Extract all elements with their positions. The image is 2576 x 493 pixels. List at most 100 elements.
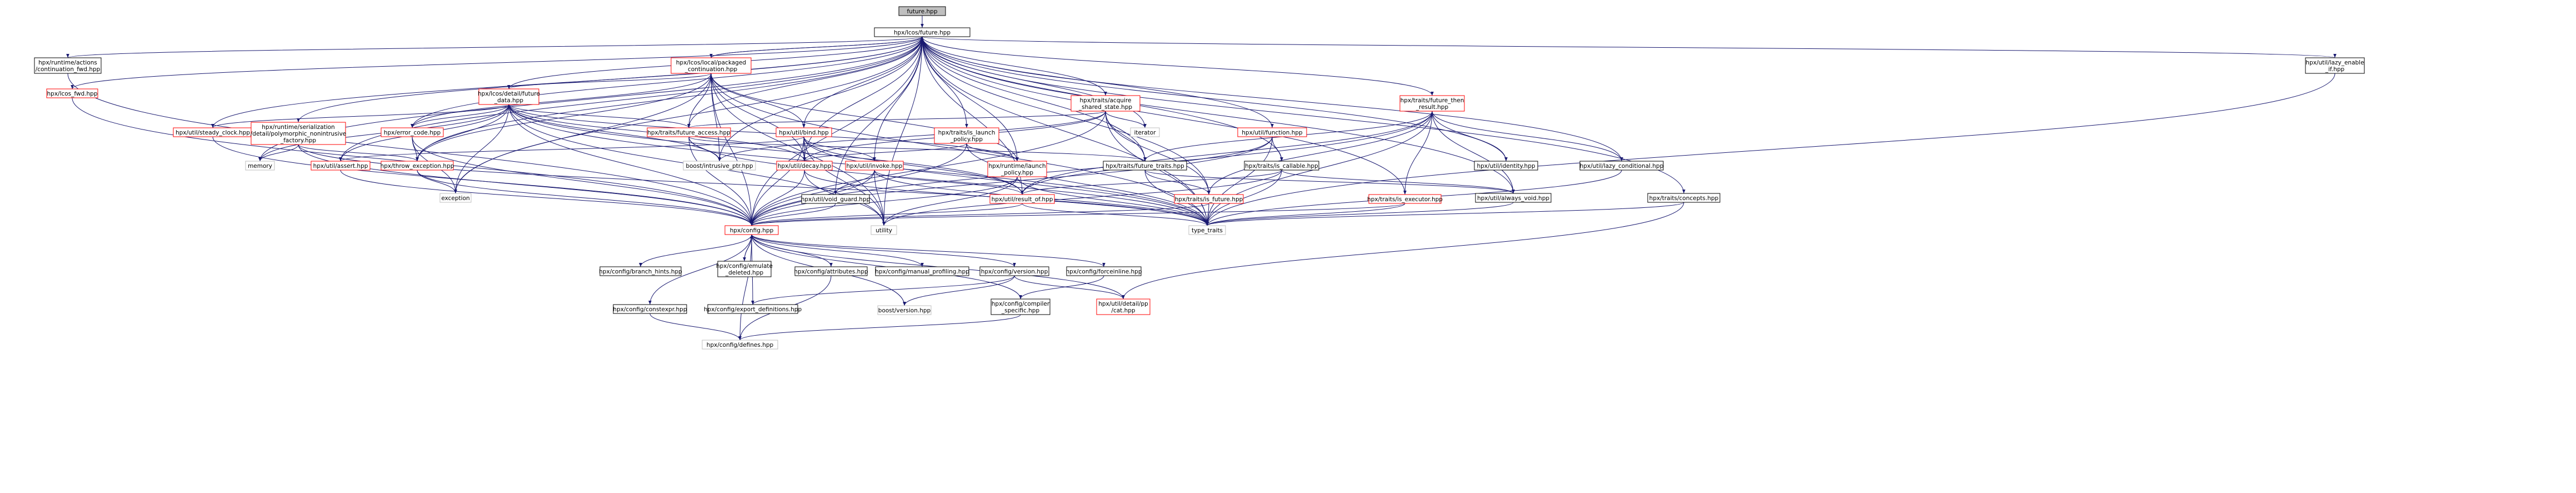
node-box-identity — [1474, 161, 1538, 171]
node-root: future.hpp — [898, 6, 946, 16]
edge-future_data-to-exception — [454, 104, 509, 194]
node-cont_fwd[interactable]: hpx/runtime/actions/continuation_fwd.hpp — [34, 57, 102, 74]
node-runtime_launch[interactable]: hpx/runtime/launch_policy.hpp — [987, 161, 1047, 177]
node-label-error_code: hpx/error_code.hpp — [384, 130, 441, 136]
node-compiler_spec[interactable]: hpx/config/compiler_specific.hpp — [991, 298, 1051, 315]
node-future_data[interactable]: hpx/lcos/detail/future_data.hpp — [478, 88, 540, 105]
node-is_callable[interactable]: hpx/traits/is_callable.hpp — [1244, 161, 1319, 171]
node-iterator[interactable]: iterator — [1130, 127, 1160, 137]
edge-lazy_enable-to-type_traits — [1206, 73, 2335, 226]
node-future_traits[interactable]: hpx/traits/future_traits.hpp — [1103, 161, 1187, 171]
node-box-emulate_del — [717, 261, 772, 277]
node-utility[interactable]: utility — [871, 225, 897, 235]
edge-concepts-to-pp_cat — [1122, 202, 1684, 300]
node-is_launch[interactable]: hpx/traits/is_launch_policy.hpp — [934, 127, 999, 144]
node-box-result_of — [989, 194, 1055, 204]
node-concepts[interactable]: hpx/traits/concepts.hpp — [1647, 193, 1720, 203]
node-label-version: hpx/config/version.hpp — [981, 268, 1048, 275]
edge-future_then-to-config — [750, 111, 1433, 226]
edge-version-to-boost_version — [903, 275, 1015, 306]
node-lazy_cond[interactable]: hpx/util/lazy_conditional.hpp — [1579, 161, 1664, 171]
node-memory[interactable]: memory — [245, 161, 275, 171]
node-lazy_enable[interactable]: hpx/util/lazy_enable_if.hpp — [2305, 57, 2365, 74]
node-acquire_shared[interactable]: hpx/traits/acquire_shared_state.hpp — [1071, 95, 1141, 112]
node-label-runtime_launch: _policy.hpp — [1001, 170, 1033, 176]
edge-fut-to-intrusive_ptr — [718, 36, 923, 162]
node-attributes[interactable]: hpx/config/attributes.hpp — [794, 266, 868, 276]
node-type_traits[interactable]: type_traits — [1188, 225, 1226, 235]
node-manual_prof[interactable]: hpx/config/manual_profiling.hpp — [875, 266, 969, 276]
edge-future_then-to-result_of — [1021, 111, 1433, 195]
node-steady_clock[interactable]: hpx/util/steady_clock.hpp — [173, 127, 253, 137]
node-exception[interactable]: exception — [439, 193, 472, 203]
node-label-compiler_spec: hpx/config/compiler — [992, 301, 1050, 307]
node-constexpr[interactable]: hpx/config/constexpr.hpp — [613, 304, 687, 314]
node-is_future[interactable]: hpx/traits/is_future.hpp — [1174, 194, 1244, 204]
node-always_void[interactable]: hpx/util/always_void.hpp — [1475, 193, 1552, 203]
node-version[interactable]: hpx/config/version.hpp — [979, 266, 1049, 276]
node-invoke[interactable]: hpx/util/invoke.hpp — [845, 161, 904, 171]
node-is_executor[interactable]: hpx/traits/is_executor.hpp — [1367, 194, 1443, 204]
node-box-is_launch — [934, 127, 999, 144]
node-decay[interactable]: hpx/util/decay.hpp — [776, 161, 833, 171]
edge-fut-to-serialization — [297, 36, 923, 123]
edge-invoke-to-utility — [874, 170, 886, 226]
node-fut[interactable]: hpx/lcos/future.hpp — [874, 27, 971, 37]
node-label-identity: hpx/util/identity.hpp — [1477, 163, 1535, 170]
edge-util_function-to-is_callable — [1272, 136, 1283, 162]
edge-invoke-to-void_guard — [834, 170, 875, 195]
node-label-void_guard: hpx/util/void_guard.hpp — [801, 196, 871, 203]
node-forceinline[interactable]: hpx/config/forceinline.hpp — [1066, 266, 1142, 276]
node-identity[interactable]: hpx/util/identity.hpp — [1474, 161, 1538, 171]
node-boost_version[interactable]: boost/version.hpp — [877, 305, 932, 315]
edge-future_traits-to-always_void — [1144, 170, 1515, 194]
node-void_guard[interactable]: hpx/util/void_guard.hpp — [801, 194, 871, 204]
node-defines[interactable]: hpx/config/defines.hpp — [702, 340, 778, 350]
node-future_access[interactable]: hpx/traits/future_access.hpp — [647, 127, 731, 137]
node-pp_cat[interactable]: hpx/util/detail/pp/cat.hpp — [1096, 298, 1151, 315]
node-pkg_cont[interactable]: hpx/lcos/local/packaged_continuation.hpp — [671, 57, 752, 74]
edge-is_launch-to-type_traits — [966, 143, 1209, 226]
edge-acquire_shared-to-config — [750, 111, 1106, 226]
node-box-constexpr — [613, 304, 687, 314]
node-box-is_future — [1174, 194, 1244, 204]
node-box-void_guard — [801, 194, 870, 204]
edge-pkg_cont-to-fut — [711, 36, 924, 58]
edge-constexpr-to-defines — [649, 313, 742, 341]
node-throw_exc[interactable]: hpx/throw_exception.hpp — [381, 161, 454, 171]
node-box-runtime_launch — [987, 161, 1047, 177]
node-label-cont_fwd: hpx/runtime/actions — [38, 59, 97, 66]
node-intrusive_ptr[interactable]: boost/intrusive_ptr.hpp — [683, 161, 756, 171]
edge-is_callable-to-utility — [882, 170, 1282, 226]
node-label-boost_version: boost/version.hpp — [878, 307, 931, 314]
node-branch_hints[interactable]: hpx/config/branch_hints.hpp — [599, 266, 682, 276]
edge-forceinline-to-compiler_spec — [1019, 275, 1104, 300]
node-bind[interactable]: hpx/util/bind.hpp — [776, 127, 832, 137]
node-serialization[interactable]: hpx/runtime/serialization/detail/polymor… — [251, 122, 347, 145]
node-label-util_assert: hpx/util/assert.hpp — [313, 163, 368, 170]
node-util_assert[interactable]: hpx/util/assert.hpp — [311, 161, 371, 171]
node-label-pkg_cont: _continuation.hpp — [684, 66, 738, 73]
node-box-pp_cat — [1096, 298, 1151, 315]
node-future_then[interactable]: hpx/traits/future_then_result.hpp — [1399, 95, 1465, 112]
edge-config-to-constexpr — [648, 234, 752, 305]
node-label-defines: hpx/config/defines.hpp — [707, 342, 774, 348]
edge-future_data-to-config — [508, 104, 753, 226]
node-label-lazy_enable: _if.hpp — [2325, 66, 2345, 73]
edge-emulate_del-to-config — [744, 234, 753, 262]
edge-fut-to-utility — [882, 36, 923, 226]
node-box-future_access — [647, 127, 731, 137]
node-box-fut — [874, 27, 971, 37]
node-util_function[interactable]: hpx/util/function.hpp — [1237, 127, 1307, 137]
node-box-invoke — [845, 161, 904, 171]
node-result_of[interactable]: hpx/util/result_of.hpp — [989, 194, 1055, 204]
node-label-serialization: hpx/runtime/serialization — [262, 124, 334, 131]
node-emulate_del[interactable]: hpx/config/emulate_deleted.hpp — [716, 261, 773, 277]
edge-decay-to-config — [750, 170, 805, 226]
node-box-acquire_shared — [1071, 95, 1141, 112]
edge-throw_exc-to-config — [417, 170, 753, 226]
node-export_defs[interactable]: hpx/config/export_definitions.hpp — [704, 304, 802, 314]
node-lcos_fwd[interactable]: hpx/lcos_fwd.hpp — [46, 88, 98, 98]
node-error_code[interactable]: hpx/error_code.hpp — [381, 127, 444, 137]
node-config[interactable]: hpx/config.hpp — [724, 225, 779, 235]
